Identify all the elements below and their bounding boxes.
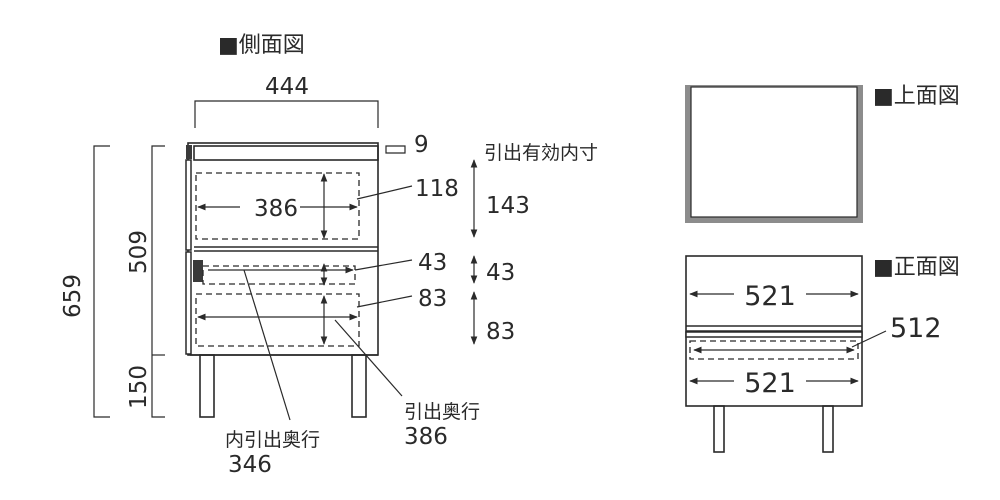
drawer1-height-118-label: 118 [415, 176, 459, 202]
front-leg-right [822, 405, 834, 453]
effective-43-label: 43 [486, 260, 515, 286]
front-inner-width-512-label: 512 [890, 313, 942, 344]
effective-83-label: 83 [486, 319, 515, 345]
depth-444-label: 444 [265, 74, 309, 100]
drawer1-depth-386-label: 386 [254, 196, 298, 222]
drawer-front-lower [185, 251, 192, 355]
front-view-title: ■正面図 [873, 255, 960, 280]
drawer3-height-83-label: 83 [418, 286, 447, 312]
front-inner-outline [689, 340, 859, 360]
top-thickness-9-label: 9 [414, 132, 429, 158]
drawer1-inner-outline [195, 172, 360, 240]
front-view: ■正面図 521 512 521 [685, 255, 960, 453]
drawer3-inner-outline [195, 293, 360, 347]
drawer1-height-leader [356, 185, 413, 200]
total-height-659-label: 659 [60, 274, 86, 318]
front-width-bottom-521-label: 521 [744, 368, 796, 399]
inner-depth-leader [243, 269, 291, 421]
top-thickness-marker [385, 145, 406, 154]
side-leg-back [351, 354, 367, 418]
side-view: ■側面図 444 9 386 118 43 [60, 33, 598, 478]
drawer-depth-leader [334, 319, 403, 397]
top-view-title: ■上面図 [873, 84, 960, 109]
top-view-inner-surface [690, 86, 858, 218]
effective-143-label: 143 [486, 193, 530, 219]
drawer2-height-leader [354, 259, 413, 271]
height-509-150-bracket [151, 145, 165, 418]
drawer3-height-leader [356, 295, 413, 308]
top-board [193, 145, 379, 161]
drawer2-inner-outline [202, 265, 356, 285]
height-659-bracket [93, 145, 110, 418]
drawer2-handle [193, 260, 203, 282]
front-drawer-top-rail [685, 331, 863, 338]
effective-dim-title: 引出有効内寸 [484, 142, 598, 164]
inner-depth-346-value: 346 [228, 452, 272, 478]
side-view-title: ■側面図 [218, 33, 305, 58]
front-inner-width-leader [851, 330, 887, 348]
inner-depth-label: 内引出奥行 [225, 429, 320, 451]
top-view: ■上面図 [685, 84, 960, 223]
side-leg-front [199, 354, 215, 418]
cabinet-side-outline [187, 142, 379, 356]
drawer2-height-43-label: 43 [418, 250, 447, 276]
body-height-509-label: 509 [126, 230, 152, 274]
drawer-depth-label: 引出奥行 [404, 401, 480, 423]
leg-height-150-label: 150 [126, 365, 152, 409]
drawer-front-upper [185, 159, 192, 251]
depth-444-dimension-line [194, 100, 379, 128]
front-leg-left [713, 405, 725, 453]
front-width-top-521-label: 521 [744, 281, 796, 312]
drawer-depth-386-value: 386 [404, 424, 448, 450]
top-board-edge [186, 145, 192, 159]
